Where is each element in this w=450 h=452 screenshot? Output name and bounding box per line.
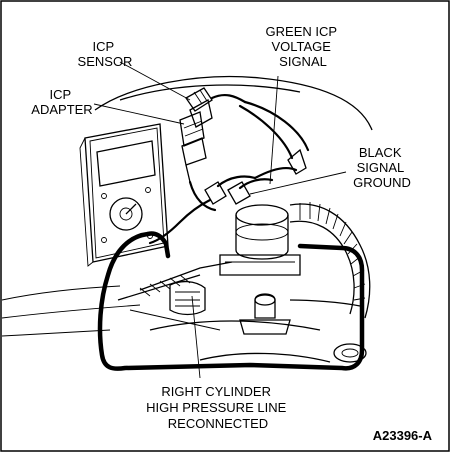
sensor-harness [238,100,310,175]
icp-adapter [179,111,207,183]
label-icp-adapter: ICP ADAPTER [31,87,92,117]
highlighted-loop [97,231,365,371]
label-green-icp-voltage-signal: GREEN ICP VOLTAGE SIGNAL [266,24,341,69]
label-right-cylinder-high-pressure-line: RIGHT CYLINDER HIGH PRESSURE LINE RECONN… [146,384,290,431]
probe-leads [148,166,298,245]
label-icp-sensor: ICP SENSOR [78,39,133,69]
corrugated-hose [289,202,371,319]
engine-outline [1,75,373,363]
icp-sensor [185,87,247,128]
high-pressure-line [169,280,291,335]
leader-lines [93,61,347,379]
label-black-signal-ground: BLACK SIGNAL GROUND [353,145,411,190]
icp-housing [219,204,301,276]
figure-id: A23396-A [373,428,433,443]
